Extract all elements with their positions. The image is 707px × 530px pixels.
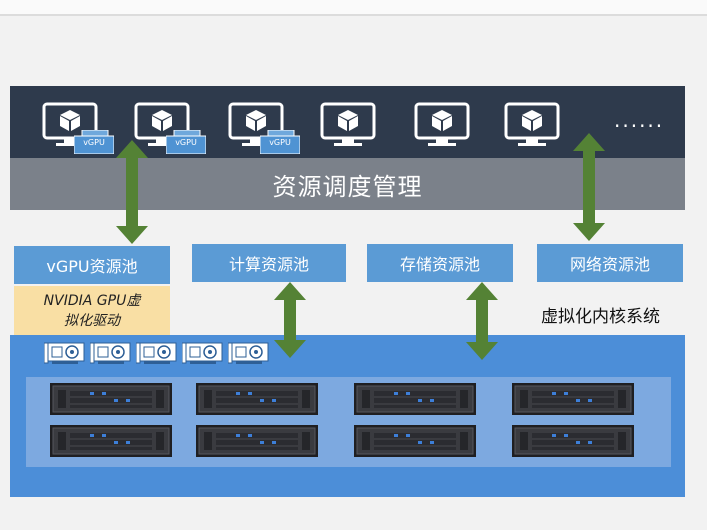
double-arrow-icon xyxy=(466,282,498,360)
gpu-card-icon xyxy=(135,341,178,365)
resource-scheduling-label: 资源调度管理 xyxy=(272,172,423,201)
vgpu-pool-label: vGPU资源池 xyxy=(46,257,138,276)
monitor-cube-icon xyxy=(228,102,284,146)
monitor-cube-icon xyxy=(320,102,376,146)
double-arrow-icon xyxy=(116,140,148,244)
monitor-cube-icon xyxy=(414,102,470,146)
resource-scheduling-bar: 资源调度管理 xyxy=(10,158,685,210)
vgpu-badge-label: vGPU xyxy=(83,138,105,147)
nvidia-gpu-driver-line2: 拟化驱动 xyxy=(64,313,120,329)
gpu-card-icon xyxy=(181,341,224,365)
monitor-cube-icon xyxy=(134,102,190,146)
vm-item xyxy=(504,102,560,148)
vm-item xyxy=(320,102,376,148)
server-rack-icon xyxy=(512,425,634,457)
network-pool-box: 网络资源池 xyxy=(537,244,683,282)
compute-pool-label: 计算资源池 xyxy=(228,255,309,274)
compute-pool-box: 计算资源池 xyxy=(192,244,346,282)
vgpu-card-icon: vGPU xyxy=(260,130,300,154)
vgpu-badge-label: vGPU xyxy=(269,138,291,147)
virtualization-kernel-panel xyxy=(10,335,685,497)
vm-item: vGPU xyxy=(134,102,206,154)
gpu-card-icon xyxy=(227,341,270,365)
nvidia-gpu-driver-line1: NVIDIA GPU虚 xyxy=(43,293,141,309)
network-pool-label: 网络资源池 xyxy=(569,255,650,274)
server-rack-icon xyxy=(50,425,172,457)
monitor-cube-icon xyxy=(42,102,98,146)
vm-item: vGPU xyxy=(42,102,114,154)
vm-item: vGPU xyxy=(228,102,300,154)
gpu-card-icon xyxy=(43,341,86,365)
vm-item xyxy=(414,102,470,148)
vm-layer-panel: vGPU vGPU vGPU ...... 资源调度管理 xyxy=(10,86,685,210)
server-rack-icon xyxy=(354,425,476,457)
storage-pool-box: 存储资源池 xyxy=(367,244,513,282)
top-border xyxy=(0,0,707,16)
vgpu-badge-label: vGPU xyxy=(175,138,197,147)
more-vms-indicator: ...... xyxy=(614,108,665,132)
server-rack-icon xyxy=(50,383,172,415)
double-arrow-icon xyxy=(274,282,306,358)
virtualization-kernel-label: 虚拟化内核系统 xyxy=(541,307,660,327)
monitor-cube-icon xyxy=(504,102,560,146)
double-arrow-icon xyxy=(573,133,605,241)
server-rack-icon xyxy=(354,383,476,415)
gpu-card-icon xyxy=(89,341,132,365)
server-rack-area xyxy=(26,377,671,467)
server-rack-icon xyxy=(512,383,634,415)
vgpu-card-icon: vGPU xyxy=(74,130,114,154)
server-rack-icon xyxy=(196,425,318,457)
vgpu-pool-box: vGPU资源池 xyxy=(14,246,170,284)
server-rack-icon xyxy=(196,383,318,415)
nvidia-gpu-driver-box: NVIDIA GPU虚 拟化驱动 xyxy=(14,286,170,336)
vgpu-card-icon: vGPU xyxy=(166,130,206,154)
storage-pool-label: 存储资源池 xyxy=(399,255,480,274)
